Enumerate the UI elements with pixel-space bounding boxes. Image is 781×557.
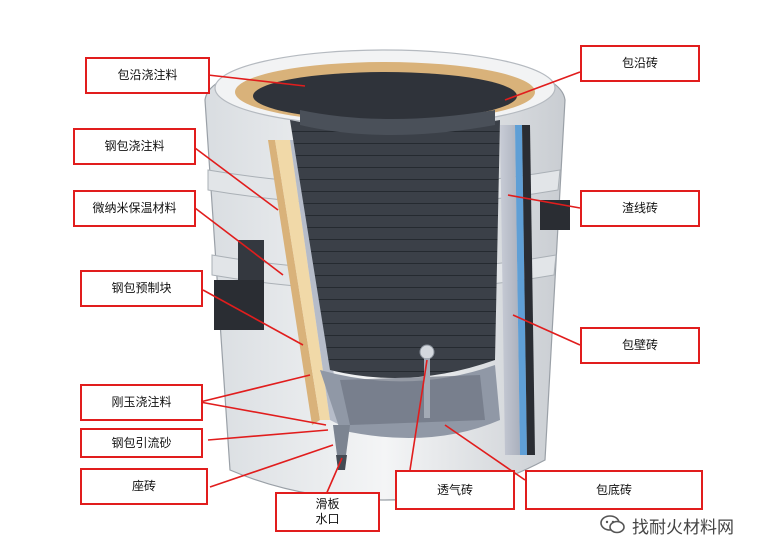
- label-slide-gate-line1: 滑板: [315, 497, 339, 512]
- label-ladle-drain-sand: 钢包引流砂: [80, 428, 203, 458]
- watermark-text: 找耐火材料网: [632, 513, 734, 538]
- watermark: 找耐火材料网: [600, 510, 770, 540]
- wechat-icon: [600, 514, 626, 536]
- label-wall-brick: 包壁砖: [580, 327, 700, 364]
- label-purge-plug: 透气砖: [395, 470, 515, 510]
- label-slide-gate-line2: 水口: [315, 512, 339, 527]
- ladle-rim: [215, 50, 555, 126]
- label-corundum-castable: 刚玉浇注料: [80, 384, 203, 421]
- label-rim-brick: 包沿砖: [580, 45, 700, 82]
- label-bottom-brick: 包底砖: [525, 470, 703, 510]
- label-seat-brick: 座砖: [80, 468, 208, 505]
- label-nano-insulation: 微纳米保温材料: [73, 190, 196, 227]
- label-rim-castable: 包沿浇注料: [85, 57, 210, 94]
- label-slide-gate: 滑板 水口: [275, 492, 380, 532]
- label-ladle-precast-block: 钢包预制块: [80, 270, 203, 307]
- label-ladle-castable: 钢包浇注料: [73, 128, 196, 165]
- label-slag-line-brick: 渣线砖: [580, 190, 700, 227]
